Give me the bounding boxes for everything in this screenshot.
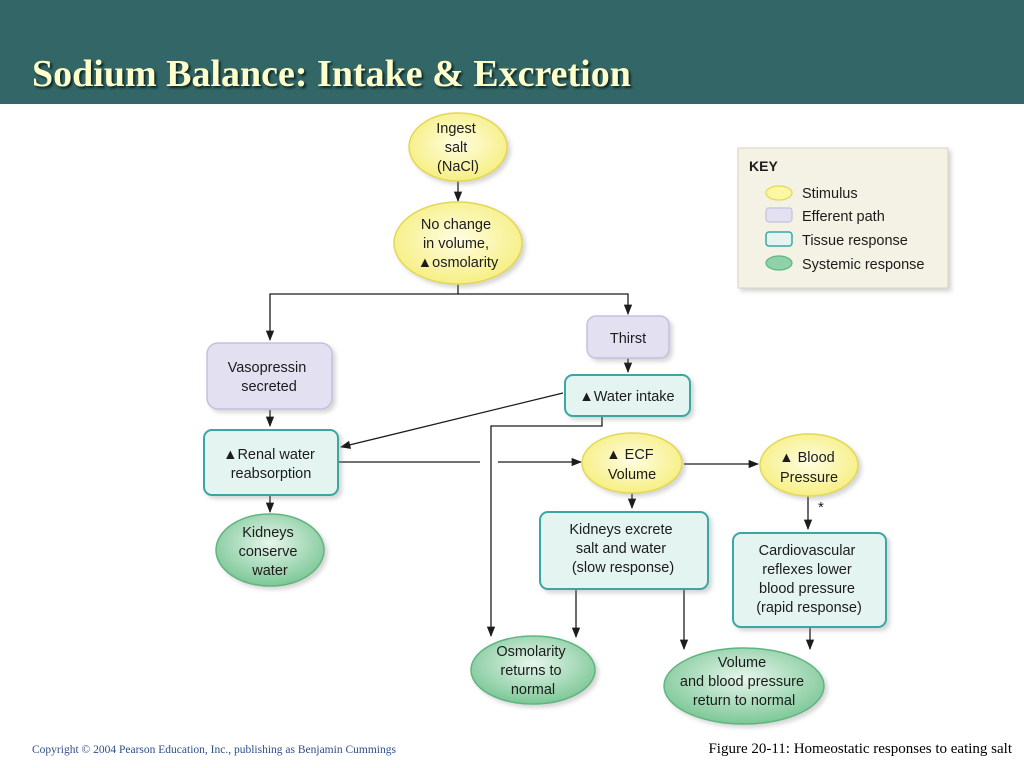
node-blood-pressure: ▲ Blood Pressure bbox=[759, 433, 859, 497]
node-cardiovascular-label: Cardiovascular reflexes lower blood pres… bbox=[756, 543, 862, 616]
node-blood-pressure-label: ▲ Blood Pressure bbox=[779, 450, 839, 486]
node-kidneys-conserve-label: Kidneys conserve water bbox=[239, 525, 302, 579]
node-osmolarity-normal-label: Osmolarity returns to normal bbox=[496, 644, 569, 698]
key-tissue-swatch bbox=[765, 231, 793, 247]
node-no-change-label: No change in volume, ▲osmolarity bbox=[418, 217, 499, 271]
key-stimulus-swatch bbox=[765, 185, 793, 201]
node-volume-bp-normal: Volume and blood pressure return to norm… bbox=[663, 647, 825, 725]
key-tissue-label: Tissue response bbox=[802, 233, 908, 249]
node-kidneys-excrete-label: Kidneys excrete salt and water (slow res… bbox=[569, 522, 676, 576]
arrow-nochange-to-vasopressin bbox=[265, 284, 459, 342]
node-thirst-label: Thirst bbox=[610, 331, 646, 347]
key-title: KEY bbox=[749, 158, 778, 174]
node-ecf-volume-label: ▲ ECF Volume bbox=[606, 447, 657, 483]
node-ingest-salt: Ingest salt (NaCl) bbox=[408, 112, 508, 182]
arrow-waterintake-to-renal bbox=[339, 392, 564, 449]
node-kidneys-excrete: Kidneys excrete salt and water (slow res… bbox=[539, 511, 709, 590]
node-kidneys-conserve: Kidneys conserve water bbox=[215, 513, 325, 587]
node-renal-water: ▲Renal water reabsorption bbox=[203, 429, 339, 496]
key-legend: KEY Stimulus Efferent path Tissue respon… bbox=[737, 147, 949, 289]
node-ingest-salt-label: Ingest salt (NaCl) bbox=[436, 121, 480, 175]
node-ecf-volume: ▲ ECF Volume bbox=[581, 432, 683, 494]
connectors bbox=[265, 180, 815, 651]
arrow-nochange-to-thirst bbox=[458, 293, 633, 316]
figure-caption: Figure 20-11: Homeostatic responses to e… bbox=[708, 741, 1012, 757]
node-vasopressin-label: Vasopressin secreted bbox=[228, 360, 311, 395]
slide-title: Sodium Balance: Intake & Excretion bbox=[32, 53, 631, 95]
node-renal-water-label: ▲Renal water reabsorption bbox=[223, 447, 319, 482]
key-systemic-swatch bbox=[765, 255, 793, 271]
node-no-change: No change in volume, ▲osmolarity bbox=[393, 201, 523, 285]
node-thirst: Thirst bbox=[586, 315, 670, 359]
node-cardiovascular: Cardiovascular reflexes lower blood pres… bbox=[732, 532, 887, 628]
asterisk-note: * bbox=[818, 499, 824, 516]
arrow-waterintake-to-osmolarity bbox=[486, 417, 603, 638]
node-water-intake: ▲Water intake bbox=[564, 374, 691, 417]
key-efferent-label: Efferent path bbox=[802, 209, 885, 225]
title-bar bbox=[0, 0, 1024, 104]
key-stimulus-label: Stimulus bbox=[802, 186, 858, 202]
node-volume-bp-normal-label: Volume and blood pressure return to norm… bbox=[680, 655, 808, 709]
node-water-intake-label: ▲Water intake bbox=[579, 389, 674, 405]
key-efferent-swatch bbox=[765, 207, 793, 223]
key-systemic-label: Systemic response bbox=[802, 257, 925, 273]
copyright-text: Copyright © 2004 Pearson Education, Inc.… bbox=[32, 744, 396, 756]
node-osmolarity-normal: Osmolarity returns to normal bbox=[470, 635, 596, 705]
node-vasopressin: Vasopressin secreted bbox=[206, 342, 333, 410]
